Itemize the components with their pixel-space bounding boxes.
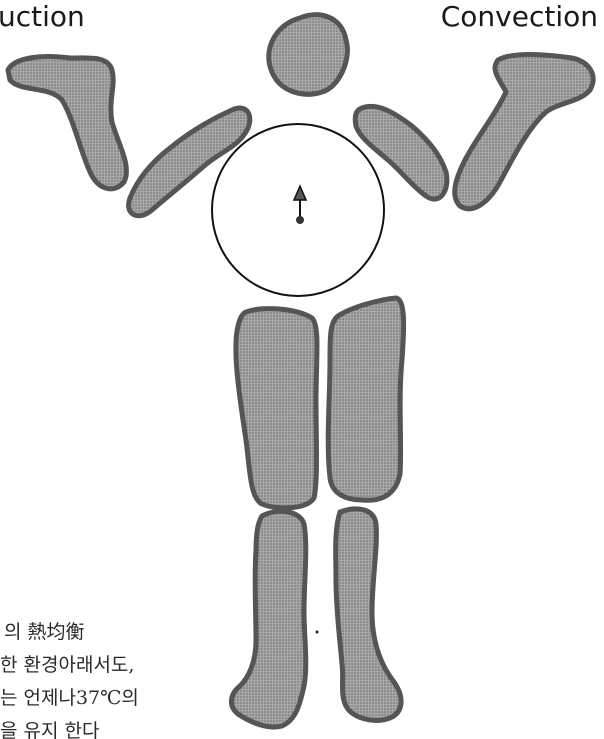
heat-arrow-dot: [296, 216, 304, 224]
caption-line-2: 한 환경아래서도,: [0, 649, 230, 682]
head: [269, 15, 348, 95]
caption-line-3: 는 언제나37℃의: [0, 682, 230, 715]
heat-arrow-head: [294, 186, 306, 200]
caption-line-1: 의 熱均衡: [0, 616, 230, 649]
caption-text: 의 熱均衡 한 환경아래서도, 는 언제나37℃의 을 유지 한다: [0, 616, 230, 739]
right-upper-arm: [455, 55, 593, 209]
caption-line-4: 을 유지 한다: [0, 715, 230, 739]
left-upper-arm: [8, 57, 126, 189]
stray-dot: [316, 631, 319, 634]
left-lower-leg: [231, 511, 305, 727]
right-thigh: [328, 298, 403, 500]
right-lower-leg: [336, 509, 401, 720]
left-forearm: [129, 108, 250, 216]
torso-circle: [212, 124, 384, 296]
left-thigh: [236, 309, 317, 508]
right-forearm: [355, 106, 447, 199]
